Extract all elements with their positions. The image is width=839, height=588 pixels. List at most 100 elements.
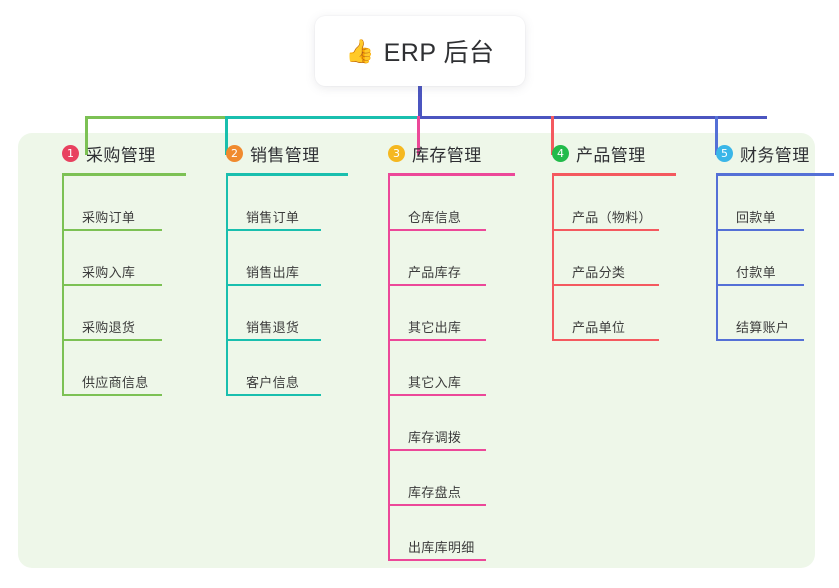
branch-item-label: 结算账户 <box>736 320 790 335</box>
branch-header-2[interactable]: 2 销售管理 <box>204 133 348 173</box>
branch-header-rule <box>226 173 348 176</box>
branch-item[interactable]: 结算账户 <box>716 286 834 341</box>
branch-item[interactable]: 采购订单 <box>62 176 186 231</box>
branch-spine <box>62 176 64 396</box>
branch-item[interactable]: 供应商信息 <box>62 341 186 396</box>
connector-drop-3 <box>417 116 420 155</box>
connector-bus-segment-3 <box>417 116 767 119</box>
branch-column-3: 3 库存管理仓库信息产品库存其它出库其它入库库存调拨库存盘点出库库明细 <box>366 133 515 561</box>
branch-item[interactable]: 产品（物料） <box>552 176 676 231</box>
branch-item-label: 产品分类 <box>572 265 626 280</box>
branch-item[interactable]: 销售退货 <box>226 286 348 341</box>
branch-item-label: 采购入库 <box>82 265 136 280</box>
branch-spine <box>716 176 718 341</box>
branch-item-rule <box>226 284 321 286</box>
branch-item-rule <box>552 339 659 341</box>
branch-item-label: 客户信息 <box>246 375 300 390</box>
branch-item-rule <box>62 394 162 396</box>
branch-item-rule <box>62 284 162 286</box>
branch-item[interactable]: 回款单 <box>716 176 834 231</box>
branch-item-label: 采购退货 <box>82 320 136 335</box>
branch-item[interactable]: 采购入库 <box>62 231 186 286</box>
branch-item-label: 产品（物料） <box>572 210 652 225</box>
branch-item[interactable]: 产品库存 <box>388 231 515 286</box>
connector-drop-5 <box>715 116 718 155</box>
branch-header-rule <box>62 173 186 176</box>
branch-item-rule <box>388 504 486 506</box>
branch-index-badge: 2 <box>226 144 243 162</box>
branch-header-rule <box>716 173 834 176</box>
branch-item-label: 其它出库 <box>408 320 462 335</box>
diagram-background-panel <box>18 133 815 568</box>
branch-header-rule <box>388 173 515 176</box>
branch-item-label: 仓库信息 <box>408 210 462 225</box>
branch-title: 采购管理 <box>86 145 156 165</box>
branch-item[interactable]: 采购退货 <box>62 286 186 341</box>
branch-items: 回款单付款单结算账户 <box>716 176 834 341</box>
branch-title: 销售管理 <box>250 145 320 165</box>
branch-item-rule <box>226 339 321 341</box>
branch-item[interactable]: 其它入库 <box>388 341 515 396</box>
root-node-card[interactable]: 👍 ERP 后台 <box>315 16 525 86</box>
branch-item-label: 采购订单 <box>82 210 136 225</box>
branch-items: 销售订单销售出库销售退货客户信息 <box>226 176 348 396</box>
branch-header-5[interactable]: 5 财务管理 <box>694 133 834 173</box>
branch-item-label: 付款单 <box>736 265 776 280</box>
branch-item-rule <box>388 229 486 231</box>
branch-item-label: 其它入库 <box>408 375 462 390</box>
branch-index-badge: 4 <box>552 144 569 162</box>
branch-item-rule <box>388 339 486 341</box>
branch-item[interactable]: 出库库明细 <box>388 506 515 561</box>
branch-column-1: 1 采购管理采购订单采购入库采购退货供应商信息 <box>40 133 186 396</box>
connector-bus-segment-2 <box>225 116 417 119</box>
branch-title: 库存管理 <box>412 145 482 165</box>
branch-index-badge: 1 <box>62 144 79 162</box>
branch-item-rule <box>226 229 321 231</box>
branch-item-label: 产品库存 <box>408 265 462 280</box>
branch-item[interactable]: 其它出库 <box>388 286 515 341</box>
branch-spine <box>226 176 228 396</box>
branch-item-label: 销售订单 <box>246 210 300 225</box>
branch-header-3[interactable]: 3 库存管理 <box>366 133 515 173</box>
branch-item[interactable]: 销售订单 <box>226 176 348 231</box>
branch-item-label: 供应商信息 <box>82 375 149 390</box>
branch-header-rule <box>552 173 676 176</box>
branch-header-1[interactable]: 1 采购管理 <box>40 133 186 173</box>
branch-item[interactable]: 销售出库 <box>226 231 348 286</box>
branch-item-label: 出库库明细 <box>408 540 475 555</box>
branch-item[interactable]: 付款单 <box>716 231 834 286</box>
branch-item-rule <box>716 229 804 231</box>
branch-item-rule <box>552 284 659 286</box>
branch-item-rule <box>388 559 486 561</box>
branch-item-label: 产品单位 <box>572 320 626 335</box>
branch-columns: 1 采购管理采购订单采购入库采购退货供应商信息 2 销售管理销售订单销售出库销售退货客… <box>18 133 834 568</box>
branch-item-rule <box>226 394 321 396</box>
branch-title: 财务管理 <box>740 145 810 165</box>
branch-item-label: 库存调拨 <box>408 430 462 445</box>
branch-item-rule <box>388 449 486 451</box>
root-node-title: 👍 ERP 后台 <box>345 33 494 69</box>
branch-item[interactable]: 客户信息 <box>226 341 348 396</box>
connector-bus-segment-1 <box>85 116 225 119</box>
branch-item[interactable]: 产品单位 <box>552 286 676 341</box>
branch-item[interactable]: 库存调拨 <box>388 396 515 451</box>
branch-index-badge: 5 <box>716 144 733 162</box>
branch-item-label: 回款单 <box>736 210 776 225</box>
branch-item[interactable]: 仓库信息 <box>388 176 515 231</box>
thumbs-up-icon: 👍 <box>345 37 375 64</box>
branch-item[interactable]: 库存盘点 <box>388 451 515 506</box>
branch-item-label: 库存盘点 <box>408 485 462 500</box>
branch-index-badge: 3 <box>388 144 405 162</box>
branch-item-rule <box>716 284 804 286</box>
branch-item[interactable]: 产品分类 <box>552 231 676 286</box>
branch-item-label: 销售出库 <box>246 265 300 280</box>
connector-drop-2 <box>225 116 228 155</box>
branch-spine <box>388 176 390 561</box>
branch-item-rule <box>388 394 486 396</box>
branch-item-rule <box>388 284 486 286</box>
branch-spine <box>552 176 554 341</box>
branch-item-label: 销售退货 <box>246 320 300 335</box>
root-node-label: ERP 后台 <box>383 39 495 67</box>
